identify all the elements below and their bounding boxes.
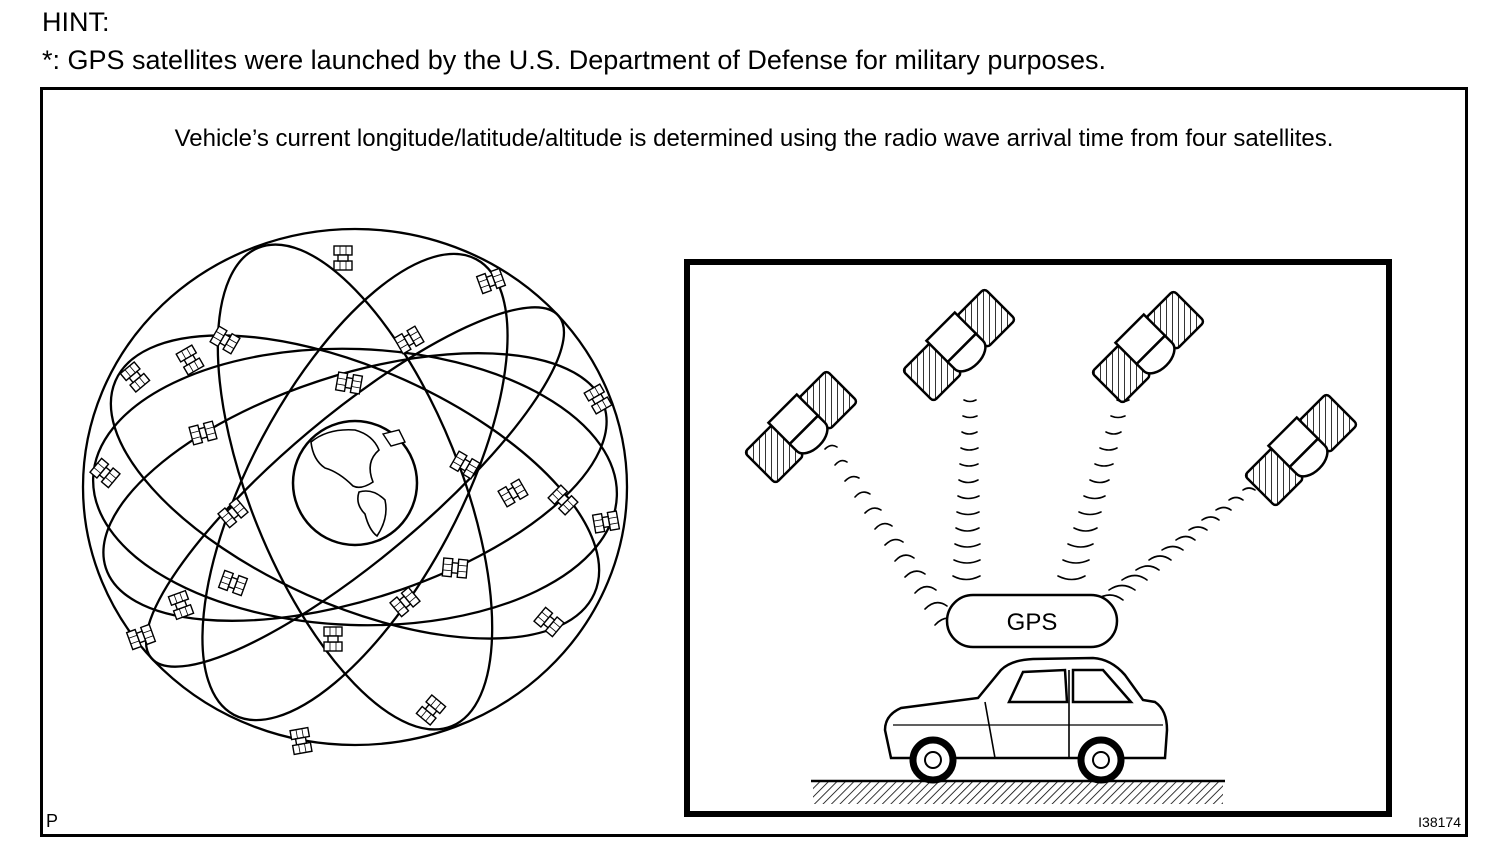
receiver-panel: GPS [684,259,1392,817]
satellite-icon [441,557,469,579]
constellation-diagram [81,227,629,756]
ground [811,779,1225,804]
satellite-icon [334,371,364,395]
satellite-icon [175,344,205,376]
satellite-icon [323,626,343,652]
hint-note: *: GPS satellites were launched by the U… [42,45,1106,75]
satellite-icon [217,497,249,529]
satellite-icon [125,623,157,651]
orbit-sphere [81,227,629,747]
figure-frame: Vehicle’s current longitude/latitude/alt… [40,87,1468,837]
satellite-icon [333,245,353,271]
gps-receiver-label: GPS [1007,609,1058,636]
hint-title: HINT: [42,7,110,37]
satellite-icon [497,478,529,508]
satellite-icon [209,325,241,355]
gps-receiver: GPS [945,593,1119,649]
figure-caption: Vehicle’s current longitude/latitude/alt… [174,125,1334,152]
globe-icon [291,419,419,547]
signal-wave-icon [824,399,1256,626]
satellite-icon [415,694,447,726]
satellite-icon [188,420,218,446]
satellite-icon [217,569,249,597]
satellite-icon [393,325,425,355]
car-icon [883,656,1169,784]
figure-code-right: I38174 [1418,814,1461,830]
figure-code-left: P [46,811,59,831]
satellite-icon [591,510,621,534]
gps-illustration: GPS [81,227,1392,817]
